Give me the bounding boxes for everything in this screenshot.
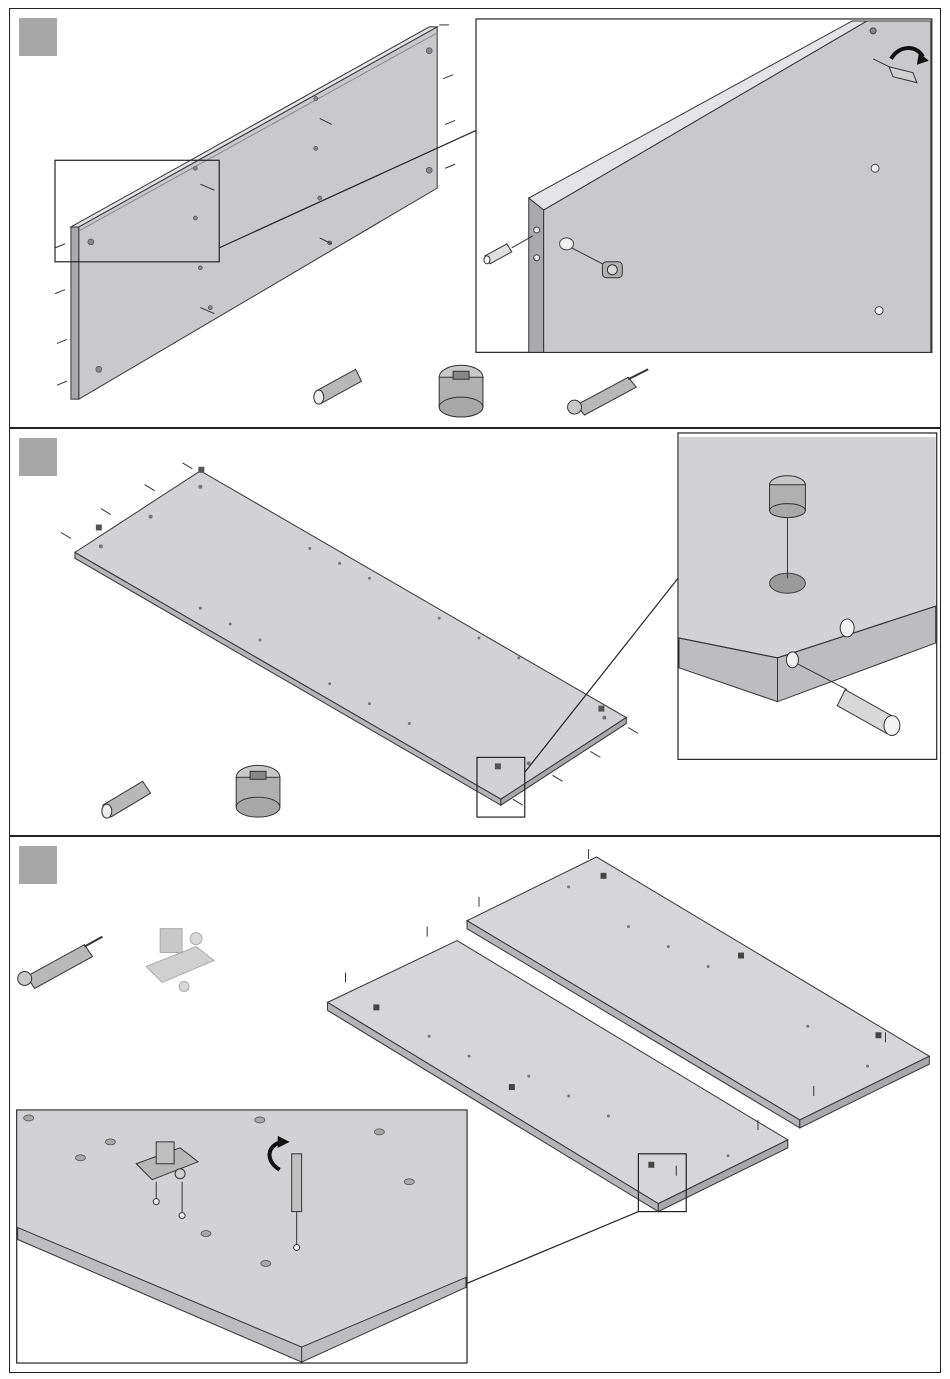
- step-2-detail: [678, 433, 937, 759]
- step-2-parts: [102, 765, 280, 818]
- wooden-dowel-icon: [314, 369, 362, 404]
- side-panel: [71, 27, 437, 399]
- step-3-frame: [9, 836, 941, 1373]
- step-3-illustration: [10, 837, 940, 1372]
- step-2-illustration: [10, 429, 940, 835]
- hinge-plate-icon: [146, 929, 214, 992]
- cam-lock-detail-2: [770, 476, 806, 518]
- step-1-detail: [476, 19, 932, 352]
- shelf-board: [75, 471, 626, 805]
- step-3-parts: [18, 929, 214, 992]
- step-1-illustration: [10, 9, 940, 427]
- step-1-parts: [314, 365, 648, 417]
- cam-lock-icon: [236, 765, 280, 817]
- cam-bolt-icon: [18, 937, 103, 989]
- cam-bolt-icon: [568, 369, 649, 415]
- cam-lock-icon: [439, 365, 483, 417]
- step-1-frame: [9, 8, 941, 428]
- step-2-frame: [9, 428, 941, 836]
- wooden-dowel-icon: [102, 781, 151, 818]
- step-3-detail: [17, 1110, 467, 1363]
